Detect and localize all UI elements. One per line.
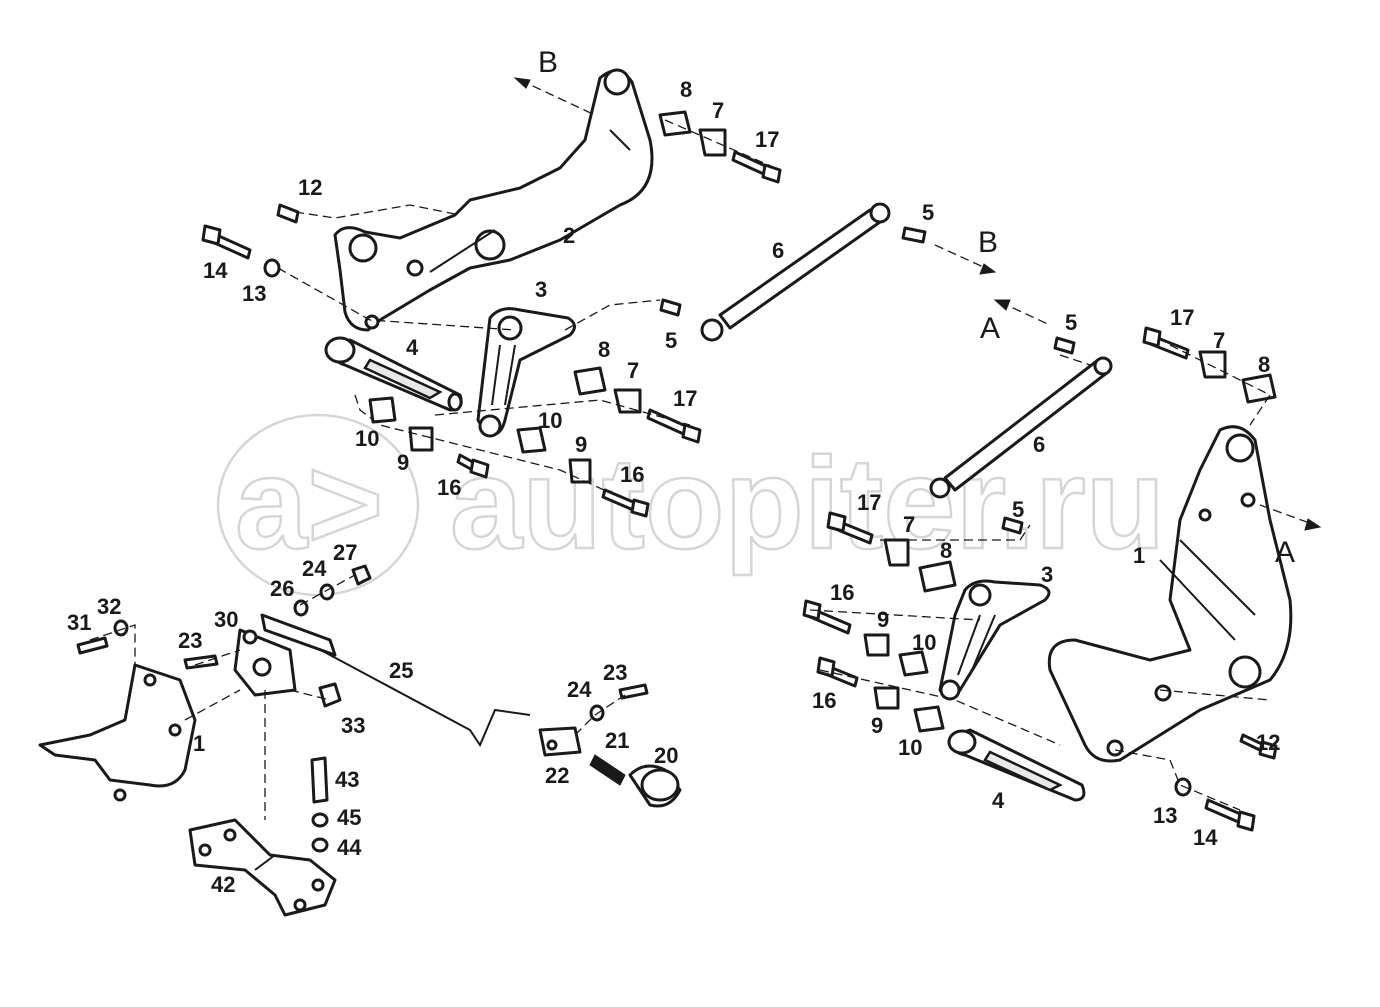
fasteners bbox=[76, 110, 1278, 853]
callout-44: 44 bbox=[337, 835, 362, 860]
latch-30 bbox=[233, 628, 297, 697]
callout-5: 5 bbox=[922, 200, 934, 225]
direction-arrows bbox=[513, 77, 1322, 531]
callout-labels: 8 7 17 12 2 6 5 14 13 3 5 4 8 7 17 10 9 … bbox=[67, 77, 1280, 897]
callout-16: 16 bbox=[830, 580, 854, 605]
rod-6-upper bbox=[700, 202, 891, 342]
callout-8: 8 bbox=[940, 538, 952, 563]
callout-7: 7 bbox=[627, 358, 639, 383]
lever-3-right bbox=[938, 579, 1051, 701]
callout-25: 25 bbox=[389, 658, 413, 683]
mount-plate-1 bbox=[38, 663, 197, 802]
callout-13: 13 bbox=[242, 281, 266, 306]
callout-1: 1 bbox=[1133, 543, 1145, 568]
callout-16: 16 bbox=[437, 475, 461, 500]
callout-5: 5 bbox=[1065, 310, 1077, 335]
callout-5: 5 bbox=[1012, 497, 1024, 522]
rod-6-right bbox=[929, 356, 1113, 499]
spring-21 bbox=[589, 754, 626, 786]
callout-4: 4 bbox=[406, 335, 419, 360]
callout-45: 45 bbox=[337, 805, 361, 830]
callout-14: 14 bbox=[1193, 825, 1218, 850]
bracket-22 bbox=[538, 726, 582, 757]
callout-21: 21 bbox=[605, 728, 629, 753]
callout-17: 17 bbox=[857, 490, 881, 515]
watermark: a> autopiter.ru bbox=[216, 413, 1166, 597]
callout-42: 42 bbox=[211, 872, 235, 897]
callout-10: 10 bbox=[912, 630, 936, 655]
callout-8: 8 bbox=[1258, 352, 1270, 377]
callout-3: 3 bbox=[1041, 562, 1053, 587]
callout-10: 10 bbox=[538, 408, 562, 433]
rod-25 bbox=[260, 613, 531, 748]
callout-33: 33 bbox=[341, 713, 365, 738]
callout-24: 24 bbox=[302, 556, 327, 581]
callout-43: 43 bbox=[335, 767, 359, 792]
callout-14: 14 bbox=[203, 258, 228, 283]
callout-7: 7 bbox=[1213, 328, 1225, 353]
callout-32: 32 bbox=[97, 594, 121, 619]
callout-31: 31 bbox=[67, 610, 91, 635]
lever-3-upper bbox=[476, 307, 576, 438]
callout-7: 7 bbox=[712, 98, 724, 123]
plate-42 bbox=[188, 818, 337, 917]
callout-22: 22 bbox=[545, 763, 569, 788]
bushing-20 bbox=[628, 764, 682, 808]
callout-9: 9 bbox=[575, 432, 587, 457]
callout-6: 6 bbox=[772, 238, 784, 263]
callout-27: 27 bbox=[333, 540, 357, 565]
callout-4: 4 bbox=[992, 788, 1005, 813]
callout-23: 23 bbox=[178, 628, 202, 653]
callout-17: 17 bbox=[755, 127, 779, 152]
bracket-1 bbox=[1047, 425, 1293, 763]
direction-marker-b-right: B bbox=[978, 226, 998, 259]
callout-30: 30 bbox=[214, 607, 238, 632]
callout-16: 16 bbox=[620, 462, 644, 487]
callout-24: 24 bbox=[567, 677, 592, 702]
direction-marker-a-right: A bbox=[1275, 536, 1295, 569]
callout-9: 9 bbox=[871, 713, 883, 738]
callout-9: 9 bbox=[397, 450, 409, 475]
callout-13: 13 bbox=[1153, 803, 1177, 828]
callout-12: 12 bbox=[298, 175, 322, 200]
bracket-2 bbox=[333, 68, 654, 332]
watermark-logo: a> bbox=[235, 430, 383, 576]
link-4-right bbox=[947, 728, 1086, 802]
callout-17: 17 bbox=[673, 386, 697, 411]
callout-10: 10 bbox=[355, 426, 379, 451]
watermark-text: autopiter.ru bbox=[450, 430, 1165, 576]
direction-marker-b-upper: B bbox=[538, 46, 558, 79]
callout-3: 3 bbox=[535, 277, 547, 302]
callout-1: 1 bbox=[193, 731, 205, 756]
assembly-lines bbox=[89, 119, 1271, 820]
link-4-upper bbox=[324, 336, 463, 412]
callout-10: 10 bbox=[898, 735, 922, 760]
callout-8: 8 bbox=[680, 77, 692, 102]
direction-marker-a-upper: A bbox=[980, 312, 1000, 345]
callout-7: 7 bbox=[903, 512, 915, 537]
callout-26: 26 bbox=[270, 576, 294, 601]
callout-2: 2 bbox=[563, 223, 575, 248]
callout-20: 20 bbox=[654, 743, 678, 768]
callout-23: 23 bbox=[603, 660, 627, 685]
callout-16: 16 bbox=[812, 688, 836, 713]
callout-12: 12 bbox=[1256, 730, 1280, 755]
callout-8: 8 bbox=[598, 337, 610, 362]
callout-5: 5 bbox=[665, 328, 677, 353]
callout-6: 6 bbox=[1033, 432, 1045, 457]
callout-9: 9 bbox=[877, 607, 889, 632]
callout-17: 17 bbox=[1170, 305, 1194, 330]
